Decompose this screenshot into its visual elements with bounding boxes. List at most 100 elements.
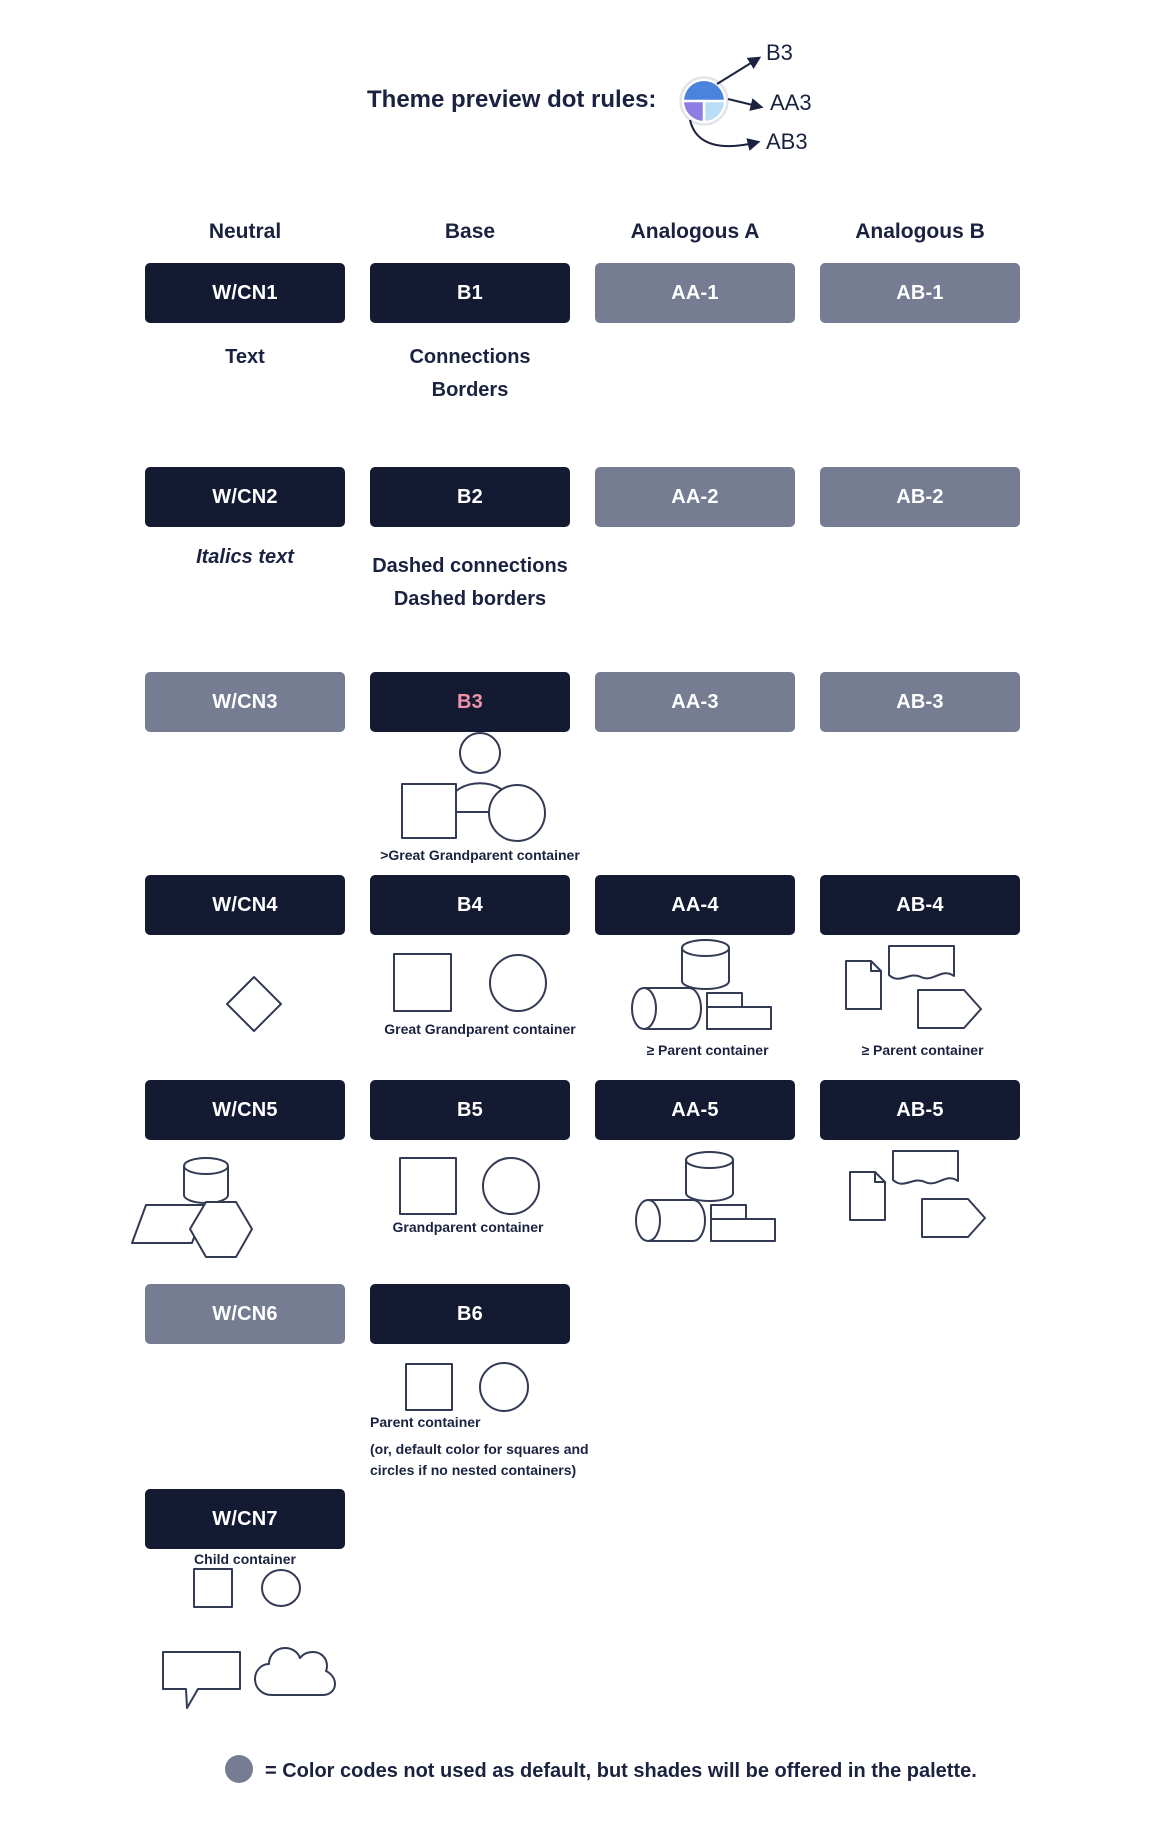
caption-connections: Connections: [409, 346, 531, 368]
caption-aa4: ≥ Parent container: [646, 1042, 769, 1058]
caption-text: Text: [225, 346, 265, 368]
caption-b3: >Great Grandparent container: [380, 847, 580, 863]
pill-b4: B4: [370, 875, 570, 935]
pill-wcn4: W/CN4: [145, 875, 345, 935]
horizontal-cylinder-cap: [635, 1199, 661, 1242]
horizontal-cylinder-shape: [644, 987, 702, 1030]
square-shape: [399, 1157, 457, 1215]
legend-dot-icon: [225, 1755, 253, 1783]
cylinder-top-cap: [183, 1157, 229, 1175]
pill-ab4: AB-4: [820, 875, 1020, 935]
chevron-shape: [917, 989, 982, 1029]
caption-borders: Borders: [431, 379, 509, 401]
aa5-shapes: [635, 1151, 776, 1242]
page-title: Theme preview dot rules:: [367, 86, 657, 113]
dot-bottom-right-pale-blue: [704, 101, 724, 121]
caption-b6-line3: circles if no nested containers): [370, 1462, 577, 1478]
pill-b1: B1: [370, 263, 570, 323]
caption-b6-line2: (or, default color for squares and: [370, 1441, 589, 1457]
circle-shape: [482, 1157, 540, 1215]
wcn5-shapes: [131, 1157, 253, 1258]
pill-wcn7: W/CN7: [145, 1489, 345, 1549]
dot-top-half-blue: [684, 81, 724, 101]
speech-bubble-shape: [162, 1651, 241, 1709]
square-shape: [401, 783, 457, 839]
ab5-shapes: [849, 1150, 986, 1238]
cloud-shape: [254, 1647, 336, 1696]
header-analogous-a: Analogous A: [630, 220, 760, 243]
aa4-shapes: [631, 939, 772, 1030]
pill-aa3: AA-3: [595, 672, 795, 732]
pill-wcn1: W/CN1: [145, 263, 345, 323]
pill-b5: B5: [370, 1080, 570, 1140]
horizontal-cylinder-cap: [631, 987, 657, 1030]
horizontal-cylinder-shape: [648, 1199, 706, 1242]
document-shape: [849, 1171, 886, 1221]
pill-ab2: AB-2: [820, 467, 1020, 527]
diamond-shape: [226, 976, 282, 1032]
b6-shapes: [405, 1362, 529, 1412]
dot-label-ab3: AB3: [766, 129, 808, 154]
cylinder-shape: [685, 1160, 734, 1202]
ellipse-shape: [261, 1569, 301, 1607]
caption-dashed-connections: Dashed connections: [372, 555, 568, 577]
circle-shape: [479, 1362, 529, 1412]
tabbed-rect-shape: [710, 1218, 776, 1242]
pill-b2: B2: [370, 467, 570, 527]
cylinder-top-cap: [681, 939, 730, 957]
pill-ab5: AB-5: [820, 1080, 1020, 1140]
caption-italics-text: Italics text: [196, 546, 294, 568]
document-fold: [874, 1172, 885, 1183]
wave-shape: [892, 1150, 959, 1185]
square-shape: [393, 953, 452, 1012]
document-fold: [870, 961, 881, 972]
wcn7-shapes-top: [193, 1568, 301, 1608]
wcn4-shapes: [226, 976, 282, 1032]
caption-b5: Grandparent container: [392, 1219, 544, 1235]
arrow-to-ab3: [689, 119, 761, 151]
document-shape: [845, 960, 882, 1010]
caption-dashed-borders: Dashed borders: [393, 588, 547, 610]
caption-wcn7: Child container: [194, 1551, 296, 1567]
b3-shapes: [401, 732, 546, 842]
square-shape: [193, 1568, 233, 1608]
tabbed-rect-shape: [706, 1006, 772, 1030]
ab4-shapes: [845, 945, 982, 1029]
pill-aa2: AA-2: [595, 467, 795, 527]
tabbed-rect-tab: [706, 992, 743, 1008]
pill-wcn6: W/CN6: [145, 1284, 345, 1344]
chevron-shape: [921, 1198, 986, 1238]
person-head-shape: [459, 732, 501, 774]
pill-ab1: AB-1: [820, 263, 1020, 323]
circle-shape: [489, 954, 547, 1012]
pill-aa5: AA-5: [595, 1080, 795, 1140]
caption-b6-line1: Parent container: [370, 1414, 481, 1430]
wave-shape: [888, 945, 955, 980]
caption-b4: Great Grandparent container: [384, 1021, 576, 1037]
header-analogous-b: Analogous B: [855, 220, 985, 243]
b4-shapes: [393, 953, 547, 1012]
caption-ab4: ≥ Parent container: [861, 1042, 984, 1058]
pill-ab3: AB-3: [820, 672, 1020, 732]
circle-shape: [488, 784, 546, 842]
pill-b6: B6: [370, 1284, 570, 1344]
dot-label-aa3: AA3: [770, 90, 812, 115]
pill-wcn5: W/CN5: [145, 1080, 345, 1140]
tabbed-rect-tab: [710, 1204, 747, 1220]
dot-label-b3: B3: [766, 40, 793, 65]
pill-b3: B3: [370, 672, 570, 732]
square-shape: [405, 1363, 453, 1411]
parallelogram-shape: [131, 1204, 207, 1244]
legend-text: = Color codes not used as default, but s…: [265, 1760, 977, 1782]
pill-aa1: AA-1: [595, 263, 795, 323]
cylinder-shape: [681, 948, 730, 990]
cylinder-top-cap: [685, 1151, 734, 1169]
theme-dot-icon: [679, 56, 764, 151]
pill-wcn3: W/CN3: [145, 672, 345, 732]
b5-shapes: [399, 1157, 540, 1215]
arrow-to-aa3: [727, 98, 764, 111]
dot-bottom-left-violet: [684, 101, 704, 121]
arrow-to-b3: [716, 56, 762, 85]
hexagon-shape: [189, 1201, 253, 1258]
